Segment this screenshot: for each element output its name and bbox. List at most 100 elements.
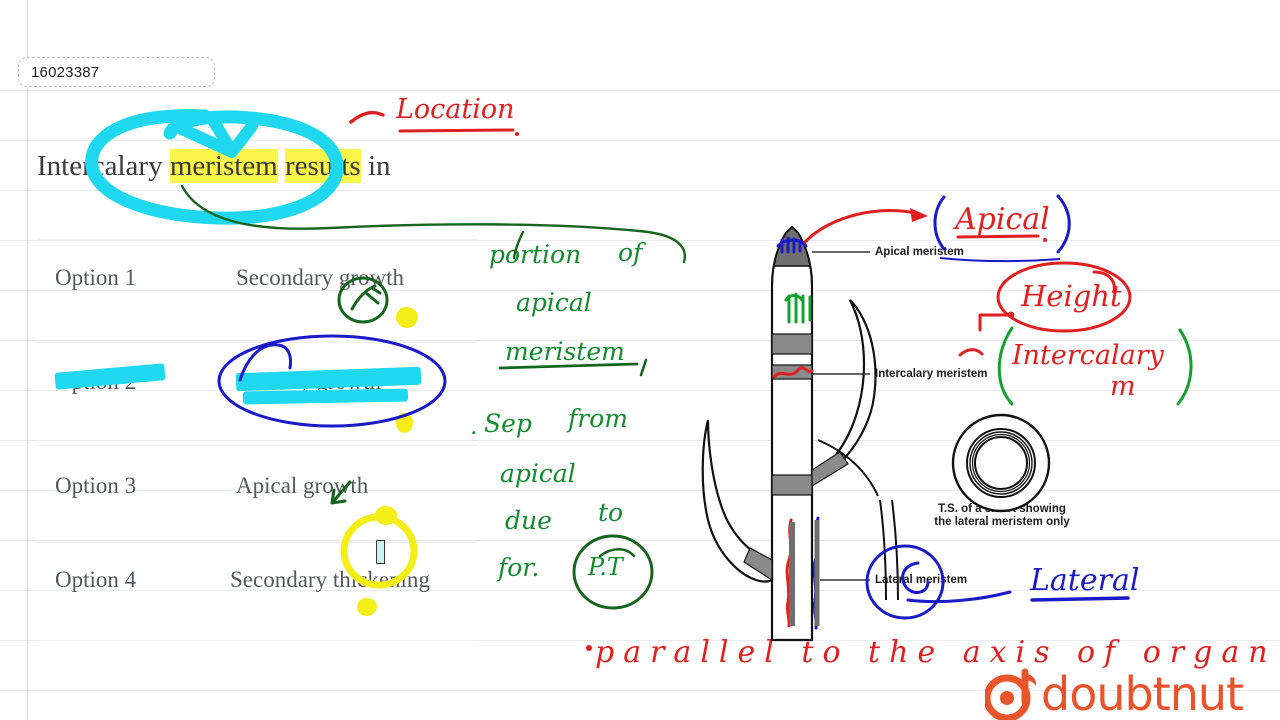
option-3-text[interactable]: Apical growth <box>236 473 369 498</box>
cyan-marker-option2-underline <box>242 388 409 405</box>
red-location-underline <box>398 128 515 133</box>
question-text: Intercalary meristem results in <box>37 149 391 183</box>
green-comma-meristem <box>639 358 648 377</box>
text-caret <box>376 540 385 564</box>
annotation-intercalary-m: m <box>1110 371 1136 402</box>
paper-rule <box>0 190 1280 191</box>
node-band <box>771 474 813 496</box>
option-1-label[interactable]: Option 1 <box>55 265 137 290</box>
intercalary-band-upper <box>771 333 813 355</box>
green-note-pt: P.T <box>588 553 623 581</box>
paper-rule <box>0 440 1280 441</box>
red-bracket-dot <box>1007 311 1015 319</box>
paper-rule <box>0 490 1280 491</box>
stem-green-squiggle <box>784 292 812 324</box>
ts-ring-mid-2 <box>969 431 1033 495</box>
branch-left <box>701 419 774 583</box>
ts-ring-inner <box>974 436 1028 490</box>
annotation-location: Location <box>396 94 515 125</box>
label-lateral-meristem: Lateral meristem <box>875 574 968 586</box>
paper-rule <box>0 640 1280 641</box>
branch-right-upper-node <box>811 451 849 488</box>
yellow-blob <box>396 307 418 328</box>
blue-tail-lateral <box>906 590 1012 604</box>
red-location-dot <box>515 132 519 136</box>
green-note-from: from <box>568 404 628 433</box>
branch-left-node <box>743 547 773 582</box>
red-arrow-apical-head <box>910 208 928 222</box>
cyan-arrow-question <box>176 114 258 158</box>
green-note-portion: portion <box>489 240 582 269</box>
question-id-text: 16023387 <box>31 63 100 81</box>
blue-paren-right-apical <box>1056 194 1071 254</box>
paper-rule <box>0 690 1280 691</box>
green-note-meristem: meristem <box>505 337 625 366</box>
ts-ring-mid-3 <box>971 433 1031 493</box>
red-arrow-apical <box>803 209 922 244</box>
annotation-height: Height <box>1021 279 1122 313</box>
question-prefix: Intercalary <box>37 150 170 182</box>
question-highlight-results: results <box>285 149 361 183</box>
lateral-meristem-ink-red <box>785 518 793 628</box>
label-intercalary-meristem: Intercalary meristem <box>875 368 988 380</box>
question-id-chip: 16023387 <box>18 57 215 87</box>
option-separator <box>38 445 478 446</box>
intercalary-meristem-ink <box>772 366 814 379</box>
green-note-to: to <box>598 498 624 527</box>
annotation-intercalary: Intercalary <box>1012 340 1164 371</box>
option-separator <box>38 640 478 641</box>
option-4-label[interactable]: Option 4 <box>55 567 137 592</box>
paper-margin-line <box>27 0 28 720</box>
green-paren-right-intercalary <box>1176 328 1193 406</box>
ts-ring-outer <box>951 413 1051 513</box>
option-separator <box>38 342 478 343</box>
green-note-apical: apical <box>516 288 592 317</box>
annotation-lateral: Lateral <box>1030 563 1140 598</box>
shoot-stem-outline <box>770 225 814 642</box>
option-separator <box>38 542 478 543</box>
question-suffix: in <box>360 150 391 182</box>
label-apical-meristem: Apical meristem <box>875 246 964 258</box>
red-bracket-height <box>978 313 1012 332</box>
green-question-arrow <box>180 184 687 264</box>
branch-right-lower-2 <box>817 439 879 497</box>
green-note-of: of <box>618 238 643 267</box>
doubtnut-mark-icon <box>985 668 1037 720</box>
paper-rule <box>0 90 1280 91</box>
paper-rule <box>0 390 1280 391</box>
green-note-for: for. <box>498 553 540 582</box>
option-3-label[interactable]: Option 3 <box>55 473 137 498</box>
blue-paren-left-apical <box>933 195 946 251</box>
question-highlight-meristem: meristem <box>169 149 278 183</box>
ts-caption-line-2: the lateral meristem only <box>934 516 1070 528</box>
yellow-blob <box>357 598 377 616</box>
green-note-bullet: . <box>470 412 478 440</box>
doubtnut-wordmark: doubtnut <box>1041 667 1244 720</box>
paper-rule <box>0 290 1280 291</box>
paper-rule <box>0 140 1280 141</box>
annotation-apical: Apical <box>955 202 1050 237</box>
blue-underline-lateral <box>1030 596 1130 602</box>
option-1-text[interactable]: Secondary growth <box>236 265 404 290</box>
red-location-dash <box>349 110 385 124</box>
question-middle <box>278 150 285 182</box>
green-note-apical-2: apical <box>500 459 576 488</box>
green-note-due: due <box>505 506 552 535</box>
paper-rule <box>0 540 1280 541</box>
lateral-meristem-ink-blue <box>812 516 820 630</box>
blue-underline-apical-label <box>939 257 1061 263</box>
red-bottom-bullet <box>586 645 592 651</box>
annotation-bottom-red: parallel to the axis of organ <box>595 635 1277 670</box>
intercalary-band-lower <box>771 364 813 380</box>
ts-caption-line-1: T.S. of a shoot showing <box>938 503 1066 515</box>
red-tilde-intercalary <box>958 348 984 357</box>
ts-caption: T.S. of a shoot showing the lateral meri… <box>912 503 1092 529</box>
doubtnut-logo: doubtnut <box>985 667 1244 720</box>
yellow-blob <box>396 413 413 433</box>
option-4-text[interactable]: Secondary thickening <box>230 567 430 592</box>
green-note-sep: Sep <box>484 409 532 438</box>
paper-rule <box>0 340 1280 341</box>
option-separator <box>38 239 478 240</box>
shoot-apex <box>773 225 811 267</box>
